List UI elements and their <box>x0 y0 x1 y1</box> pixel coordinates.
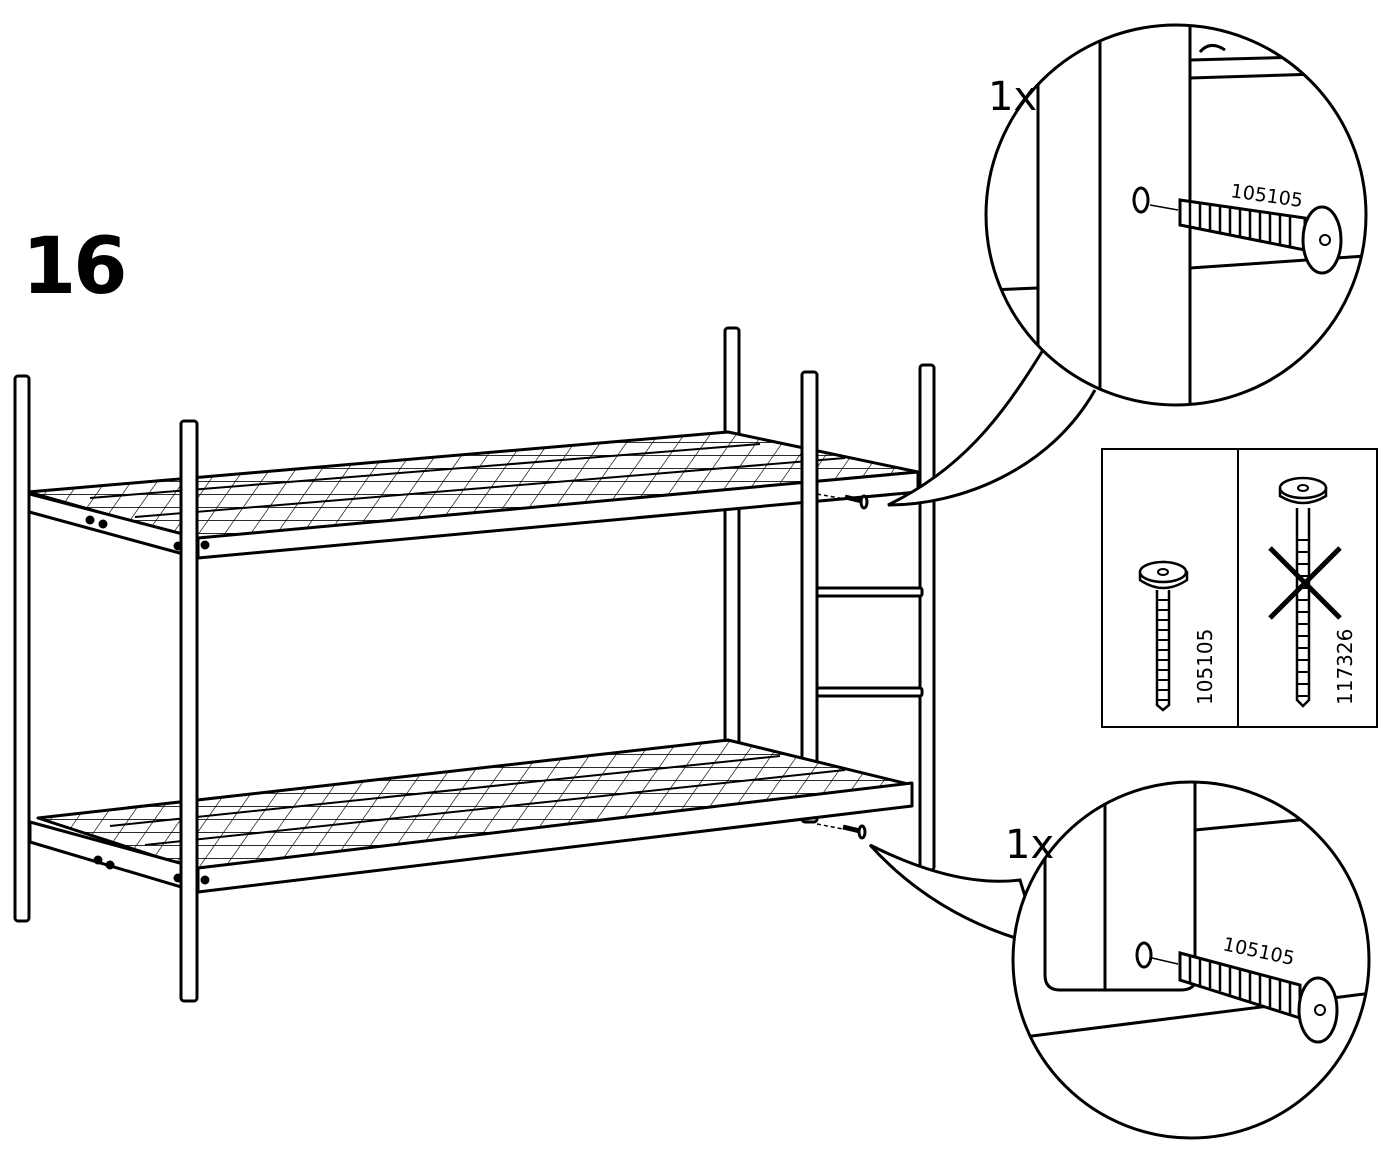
lower-bunk <box>28 738 914 894</box>
ladder <box>800 370 924 824</box>
step-number: 16 <box>22 222 128 312</box>
ladder-upright <box>800 370 819 824</box>
wrong-part-number: 117326 <box>1333 629 1357 705</box>
front-left-post <box>13 374 31 923</box>
correct-part-number: 105105 <box>1193 629 1217 705</box>
screw-lower-joint <box>816 823 867 840</box>
screw-comparison-box: 105105 117326 <box>1101 448 1378 728</box>
upper-bunk <box>20 430 920 560</box>
screw-upper-joint <box>816 493 869 510</box>
back-right-post <box>918 363 936 872</box>
cross-out-mark <box>1268 546 1342 620</box>
callout-bottom-quantity: 1x <box>1005 822 1054 868</box>
callout-top-screw <box>1132 186 1343 275</box>
back-left-post <box>723 326 741 800</box>
correct-screw <box>1138 560 1189 712</box>
callout-top: 1x 105105 <box>887 23 1368 507</box>
bed-frame <box>13 326 936 1003</box>
callout-bottom: 1x 105105 <box>868 780 1371 1140</box>
callout-bottom-screw <box>1135 941 1339 1044</box>
callout-top-quantity: 1x <box>988 74 1037 120</box>
front-right-post <box>179 419 199 1003</box>
